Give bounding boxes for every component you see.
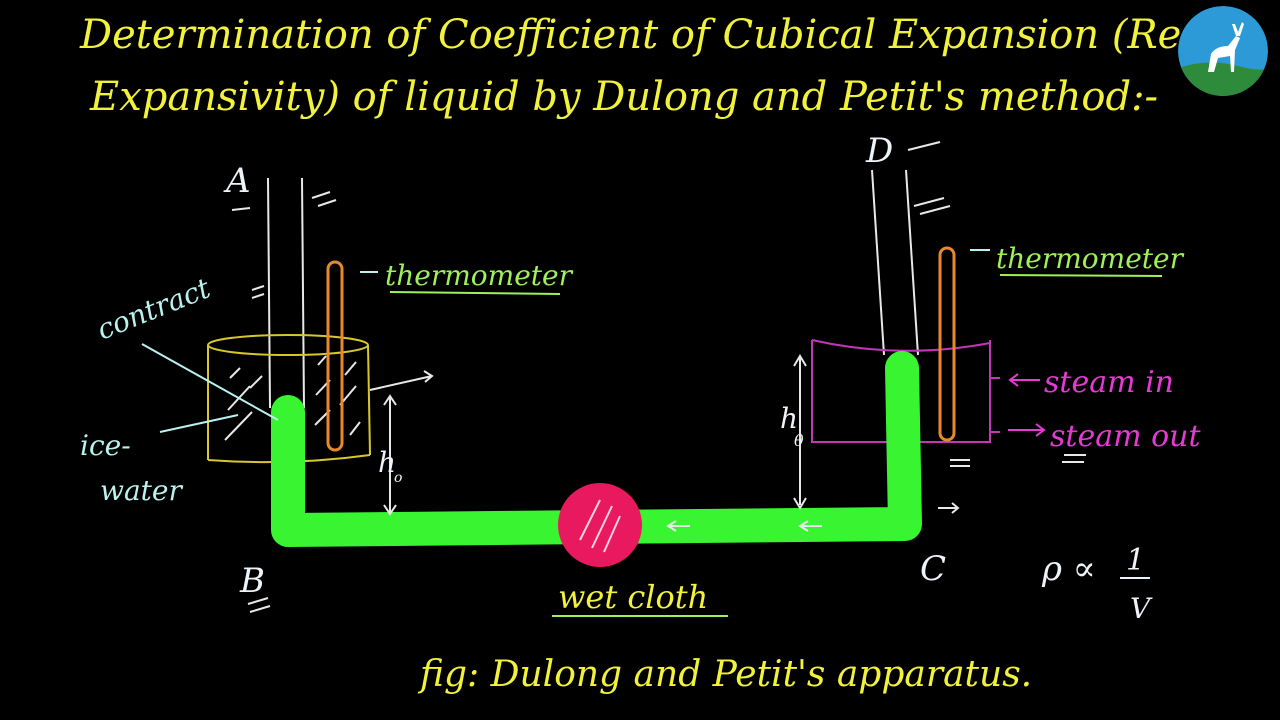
title-line-1: Determination of Coefficient of Cubical …: [80, 12, 1218, 58]
label-ice-water-1: ice-: [80, 429, 131, 462]
tick-marks: [231, 141, 1086, 613]
label-h-theta: h: [780, 402, 798, 435]
label-wet-cloth: wet cloth: [558, 578, 708, 616]
label-steam-out: steam out: [1050, 419, 1201, 454]
label-C: C: [920, 549, 946, 589]
label-thermometer-left: thermometer: [385, 259, 574, 292]
figure-caption: fig: Dulong and Petit's apparatus.: [417, 654, 1032, 695]
label-B: B: [239, 561, 265, 601]
left-thermometer: [326, 260, 344, 452]
label-D: D: [865, 131, 893, 171]
label-ice-water-2: water: [100, 474, 183, 507]
wet-cloth: [558, 483, 642, 567]
label-contract: contract: [92, 271, 215, 346]
height-arrows: [383, 354, 807, 516]
pointer-lines: [141, 249, 990, 433]
right-thermometer: [938, 246, 956, 442]
formula-denominator: V: [1130, 592, 1153, 625]
deer-icon: [1178, 6, 1268, 96]
label-thermometer-right: thermometer: [996, 242, 1185, 275]
title-line-2: Expansivity) of liquid by Dulong and Pet…: [90, 74, 1159, 120]
formula-rho: ρ ∝: [1041, 549, 1096, 589]
underlines: [389, 274, 1163, 617]
formula-numerator: 1: [1126, 543, 1145, 578]
label-h0-subscript: o: [394, 470, 402, 486]
steam-arrows: [1008, 373, 1046, 437]
label-h0: h: [378, 446, 396, 479]
label-steam-in: steam in: [1044, 365, 1174, 400]
channel-logo: [1178, 6, 1268, 96]
label-h-theta-subscript: θ: [794, 431, 804, 450]
flow-arrows: [369, 370, 960, 532]
tube-walls: [267, 169, 919, 409]
label-A: A: [223, 161, 251, 201]
